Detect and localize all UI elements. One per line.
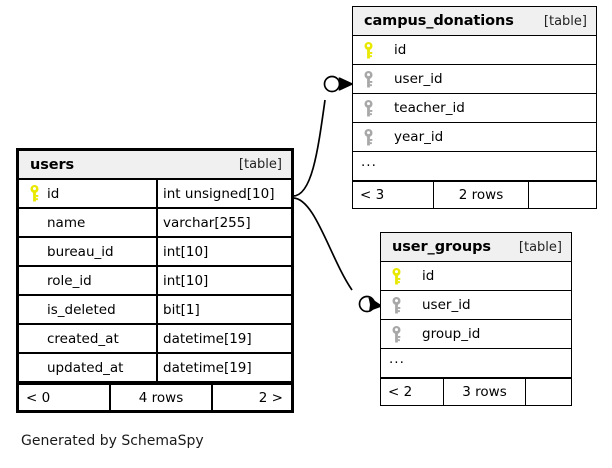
column-name-cell: year_id	[353, 123, 596, 151]
no-key-icon	[27, 330, 41, 348]
table-row[interactable]: bureau_id int[10]	[19, 238, 291, 267]
table-row[interactable]: year_id	[353, 123, 596, 152]
ellipsis-label: ...	[389, 351, 405, 367]
column-name-cell: is_deleted	[19, 296, 158, 323]
column-label: year_id	[394, 129, 444, 145]
table-user_groups-header: user_groups [table]	[381, 233, 571, 262]
generated-by-caption: Generated by SchemaSpy	[21, 433, 204, 449]
foreign-key-icon	[361, 99, 375, 117]
prev-page-button[interactable]: < 2	[381, 379, 444, 405]
more-columns-row: ...	[353, 152, 596, 181]
column-label: id	[47, 185, 60, 202]
table-row[interactable]: user_id	[381, 291, 571, 320]
column-label: group_id	[422, 326, 481, 342]
table-campus_donations-tag: [table]	[543, 13, 587, 29]
table-user_groups[interactable]: user_groups [table] id	[380, 232, 572, 406]
column-name-cell: id	[353, 36, 596, 64]
table-users[interactable]: users [table] id int unsigned[10]	[16, 148, 294, 413]
table-user_groups-title: user_groups	[392, 239, 491, 255]
foreign-key-icon	[389, 325, 403, 343]
row-count: 2 rows	[434, 182, 529, 208]
column-type: varchar[255]	[163, 214, 251, 231]
column-label: updated_at	[47, 359, 124, 376]
column-name-cell: updated_at	[19, 354, 158, 381]
column-label: role_id	[47, 272, 92, 289]
table-campus_donations-header: campus_donations [table]	[353, 7, 596, 36]
no-key-icon	[27, 243, 41, 261]
cardinality-zero-marker	[358, 295, 376, 313]
column-name-cell: teacher_id	[353, 94, 596, 122]
column-label: id	[422, 268, 435, 284]
table-campus_donations-footer: < 3 2 rows	[353, 181, 596, 208]
table-users-title: users	[30, 156, 75, 173]
foreign-key-icon	[361, 128, 375, 146]
table-row[interactable]: updated_at datetime[19]	[19, 354, 291, 383]
column-name-cell: bureau_id	[19, 238, 158, 265]
column-name-cell: user_id	[353, 65, 596, 93]
relationship-users-campus_donations	[292, 75, 353, 197]
table-row[interactable]: created_at datetime[19]	[19, 325, 291, 354]
primary-key-icon	[389, 267, 403, 285]
table-user_groups-tag: [table]	[518, 239, 562, 255]
column-name-cell: role_id	[19, 267, 158, 294]
column-type: int unsigned[10]	[163, 185, 275, 202]
column-label: name	[47, 214, 86, 231]
ellipsis-label: ...	[361, 154, 377, 170]
column-label: created_at	[47, 330, 119, 347]
cardinality-zero-marker	[323, 75, 341, 93]
table-row[interactable]: group_id	[381, 320, 571, 349]
table-row[interactable]: user_id	[353, 65, 596, 94]
column-name-cell: id	[381, 262, 571, 290]
table-row[interactable]: role_id int[10]	[19, 267, 291, 296]
prev-page-button[interactable]: < 3	[353, 182, 434, 208]
table-row[interactable]: name varchar[255]	[19, 209, 291, 238]
column-label: id	[394, 42, 407, 58]
table-users-tag: [table]	[238, 157, 282, 172]
table-row[interactable]: is_deleted bit[1]	[19, 296, 291, 325]
next-page-button[interactable]: 2 >	[258, 389, 283, 406]
next-page-button[interactable]	[529, 182, 596, 208]
table-row[interactable]: id	[381, 262, 571, 291]
column-type: datetime[19]	[163, 330, 252, 347]
table-row[interactable]: id	[353, 36, 596, 65]
no-key-icon	[27, 214, 41, 232]
column-type: bit[1]	[163, 301, 200, 318]
column-label: is_deleted	[47, 301, 116, 318]
table-users-footer: < 0 4 rows 2 >	[19, 383, 291, 410]
row-count: 4 rows	[111, 385, 213, 410]
column-name-cell: user_id	[381, 291, 571, 319]
prev-page-button[interactable]: < 0	[19, 385, 111, 410]
column-name-cell: group_id	[381, 320, 571, 348]
table-row[interactable]: teacher_id	[353, 94, 596, 123]
table-campus_donations-title: campus_donations	[364, 13, 514, 29]
next-page-button[interactable]	[526, 379, 571, 405]
primary-key-icon	[27, 185, 41, 203]
column-label: bureau_id	[47, 243, 114, 260]
foreign-key-icon	[361, 70, 375, 88]
column-label: user_id	[394, 71, 443, 87]
column-type: datetime[19]	[163, 359, 252, 376]
column-type: int[10]	[163, 272, 209, 289]
column-label: user_id	[422, 297, 471, 313]
table-campus_donations[interactable]: campus_donations [table] id	[352, 6, 597, 209]
no-key-icon	[27, 301, 41, 319]
row-count: 3 rows	[444, 379, 526, 405]
table-users-header: users [table]	[19, 151, 291, 180]
primary-key-icon	[361, 41, 375, 59]
column-label: teacher_id	[394, 100, 465, 116]
more-columns-row: ...	[381, 349, 571, 378]
table-row[interactable]: id int unsigned[10]	[19, 180, 291, 209]
relationship-users-user_groups	[292, 197, 382, 313]
column-name-cell: created_at	[19, 325, 158, 352]
column-name-cell: name	[19, 209, 158, 236]
foreign-key-icon	[389, 296, 403, 314]
no-key-icon	[27, 272, 41, 290]
no-key-icon	[27, 359, 41, 377]
column-name-cell: id	[19, 180, 158, 207]
column-type: int[10]	[163, 243, 209, 260]
table-user_groups-footer: < 2 3 rows	[381, 378, 571, 405]
